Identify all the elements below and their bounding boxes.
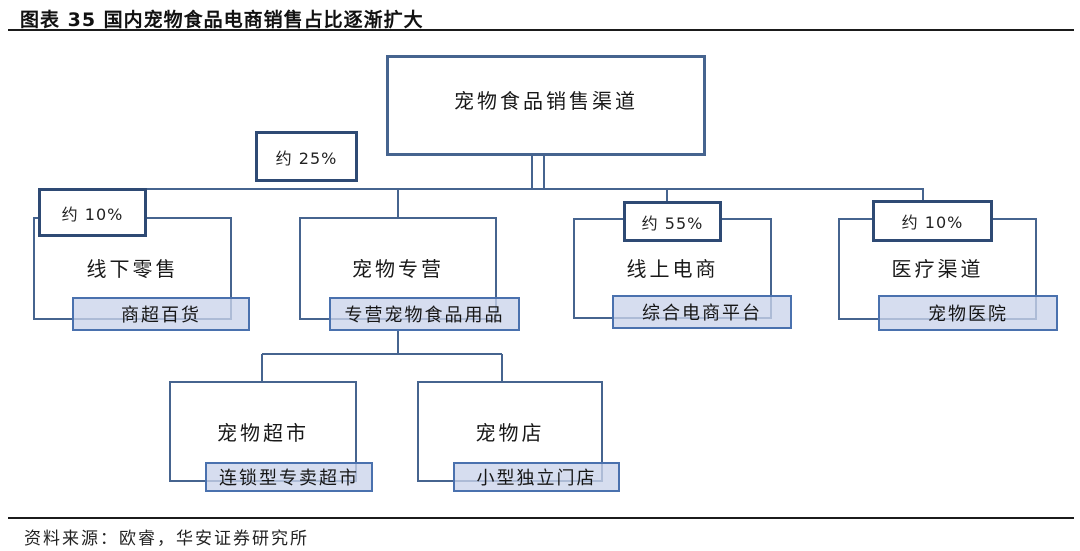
subnode-ecommerce-platform: 综合电商平台 [612, 295, 792, 329]
percent-badge-online: 约 55% [623, 201, 722, 242]
subnode-department-stores: 商超百货 [72, 297, 250, 331]
subnode-pet-hospital: 宠物医院 [878, 295, 1058, 331]
percent-badge-pet-specialty: 约 25% [255, 131, 358, 182]
subnode-small-independent-store: 小型独立门店 [453, 462, 620, 492]
connector-drop-online [666, 190, 668, 202]
connector-root-drop-right [543, 156, 545, 190]
source-note: 资料来源：欧睿，华安证券研究所 [24, 529, 309, 549]
node-pet-specialty-label: 宠物专营 [352, 257, 444, 281]
node-pet-shop-label: 宠物店 [475, 421, 545, 445]
footer-rule [8, 517, 1074, 519]
node-root: 宠物食品销售渠道 [386, 55, 706, 156]
percent-badge-medical: 约 10% [872, 200, 993, 242]
connector-drop-pet-shop [501, 354, 503, 381]
figure-title: 图表 35 国内宠物食品电商销售占比逐渐扩大 [20, 9, 424, 31]
node-online-ecommerce-label: 线上电商 [626, 257, 719, 281]
title-rule [8, 29, 1074, 31]
connector-main-horizontal [38, 188, 924, 190]
subnode-chain-specialty-supermarket: 连锁型专卖超市 [205, 462, 373, 492]
percent-badge-offline: 约 10% [38, 188, 147, 237]
node-offline-retail-label: 线下零售 [86, 257, 179, 281]
node-root-label: 宠物食品销售渠道 [454, 89, 638, 113]
connector-drop-pet-specialty [397, 190, 399, 217]
connector-drop-medical [922, 190, 924, 201]
connector-root-drop-left [531, 156, 533, 190]
subnode-specialty-pet-goods: 专营宠物食品用品 [329, 297, 520, 331]
connector-drop-sublevel [397, 331, 399, 354]
connector-sub-horizontal [262, 353, 502, 355]
node-medical-channel-label: 医疗渠道 [891, 257, 984, 281]
connector-drop-pet-supermarket [261, 354, 263, 381]
node-pet-supermarket-label: 宠物超市 [217, 421, 309, 445]
